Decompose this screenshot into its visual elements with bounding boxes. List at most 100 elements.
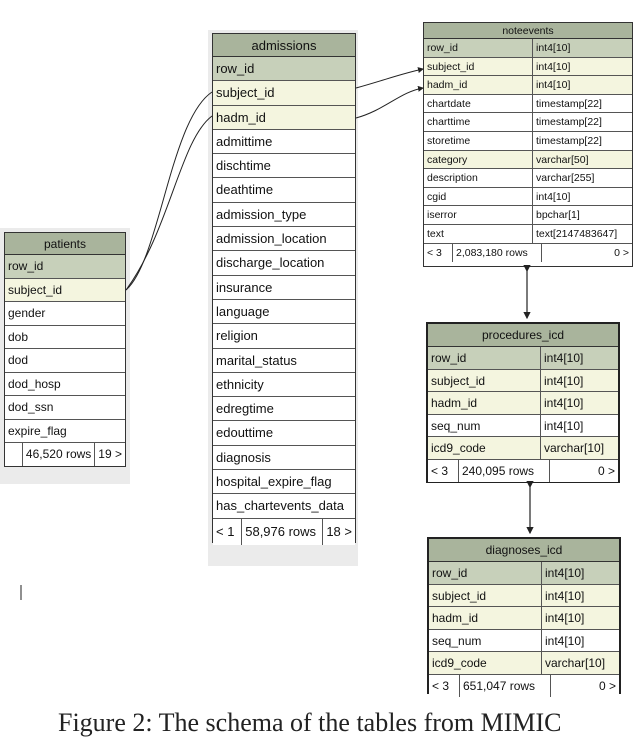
column-name: edouttime bbox=[216, 425, 274, 441]
footer-more[interactable]: 18 > bbox=[326, 523, 352, 539]
column-type: bpchar[1] bbox=[532, 206, 632, 224]
column-name: seq_num bbox=[431, 418, 481, 433]
column-name: has_chartevents_data bbox=[216, 498, 344, 514]
column-name: admission_location bbox=[216, 231, 327, 247]
column-type: int4[10] bbox=[540, 414, 618, 437]
column-type: int4[10] bbox=[532, 76, 632, 94]
column-row: edouttime bbox=[213, 421, 355, 446]
column-name: hadm_id bbox=[427, 79, 468, 92]
footer-nav[interactable]: < 1 bbox=[213, 518, 243, 545]
column-name: text bbox=[427, 227, 444, 240]
column-name: row_id bbox=[427, 42, 458, 54]
column-name: hospital_expire_flag bbox=[216, 474, 332, 490]
footer-more[interactable]: 0 > bbox=[597, 463, 615, 478]
column-name: subject_id bbox=[431, 373, 486, 388]
footer-more[interactable]: 0 > bbox=[598, 678, 616, 693]
table-title: admissions bbox=[213, 34, 355, 57]
column-row: deathtime bbox=[213, 178, 355, 203]
column-row: gender bbox=[5, 302, 125, 326]
footer-nav[interactable]: < 3 bbox=[429, 674, 460, 697]
footer-rows[interactable]: 240,095 rows bbox=[459, 459, 550, 482]
footer-nav[interactable]: < 3 bbox=[428, 459, 459, 482]
footer-rows[interactable]: 2,083,180 rows bbox=[453, 243, 542, 262]
column-type: timestamp[22] bbox=[532, 94, 632, 113]
footer-rows[interactable]: 58,976 rows bbox=[242, 518, 324, 545]
column-type: timestamp[22] bbox=[532, 113, 632, 131]
footer-nav[interactable]: < 3 bbox=[424, 243, 453, 262]
column-type: int4[10] bbox=[540, 347, 618, 369]
column-row: dischtime bbox=[213, 154, 355, 179]
table-noteevents: noteevents row_id int4[10] subject_id int4[1… bbox=[423, 22, 633, 267]
column-name: hadm_id bbox=[216, 109, 266, 125]
footer-rows[interactable]: 46,520 rows bbox=[23, 443, 96, 466]
column-name: ethnicity bbox=[216, 376, 264, 392]
column-row: subject_id bbox=[213, 81, 355, 106]
column-type: varchar[50] bbox=[532, 150, 632, 169]
column-name: dod_ssn bbox=[8, 400, 54, 414]
column-name: row_id bbox=[8, 259, 44, 273]
column-name: diagnosis bbox=[216, 449, 271, 465]
column-row: subject_id bbox=[5, 278, 125, 302]
column-type: varchar[10] bbox=[540, 437, 618, 459]
column-name: religion bbox=[216, 328, 258, 344]
column-row: admission_location bbox=[213, 227, 355, 252]
column-row: ethnicity bbox=[213, 373, 355, 398]
table-title: procedures_icd bbox=[428, 324, 618, 347]
column-row: expire_flag bbox=[5, 420, 125, 443]
column-type: int4[10] bbox=[532, 39, 632, 57]
column-name: edregtime bbox=[216, 401, 274, 417]
column-name: marital_status bbox=[216, 352, 297, 368]
column-name: dod bbox=[8, 353, 29, 367]
column-name: subject_id bbox=[427, 60, 475, 73]
table-title: diagnoses_icd bbox=[429, 539, 619, 562]
column-name: gender bbox=[8, 306, 46, 320]
column-name: discharge_location bbox=[216, 255, 325, 271]
column-row: marital_status bbox=[213, 349, 355, 373]
column-row: hadm_id int4[10] bbox=[424, 76, 632, 95]
column-type: int4[10] bbox=[540, 369, 618, 392]
column-row: diagnosis bbox=[213, 446, 355, 471]
column-name: charttime bbox=[427, 116, 471, 129]
column-row: dob bbox=[5, 326, 125, 349]
column-type: text[2147483647] bbox=[532, 224, 632, 243]
column-name: deathtime bbox=[216, 182, 274, 198]
column-row: row_id bbox=[213, 57, 355, 82]
column-row: subject_id int4[10] bbox=[428, 369, 618, 393]
column-row: hospital_expire_flag bbox=[213, 470, 355, 495]
column-name: dod_hosp bbox=[8, 376, 61, 391]
column-type: int4[10] bbox=[541, 607, 619, 629]
column-row: seq_num int4[10] bbox=[428, 414, 618, 438]
column-row: charttime timestamp[22] bbox=[424, 113, 632, 132]
column-name: category bbox=[427, 153, 468, 166]
column-type: varchar[255] bbox=[532, 169, 632, 187]
column-row: admission_type bbox=[213, 203, 355, 228]
column-name: hadm_id bbox=[431, 396, 478, 411]
table-title: patients bbox=[5, 233, 125, 255]
column-row: discharge_location bbox=[213, 251, 355, 276]
column-name: admittime bbox=[216, 133, 273, 149]
table-title: noteevents bbox=[424, 23, 632, 39]
column-name: dischtime bbox=[216, 158, 271, 174]
column-type: varchar[10] bbox=[541, 652, 619, 674]
column-row: language bbox=[213, 300, 355, 325]
footer-rows[interactable]: 651,047 rows bbox=[460, 674, 551, 697]
footer-more[interactable]: 19 > bbox=[98, 447, 122, 461]
column-name: expire_flag bbox=[8, 423, 67, 438]
footer-nav[interactable] bbox=[5, 443, 23, 466]
column-row: dod_ssn bbox=[5, 396, 125, 420]
footer-more[interactable]: 0 > bbox=[614, 246, 629, 259]
column-row: row_id int4[10] bbox=[424, 39, 632, 58]
